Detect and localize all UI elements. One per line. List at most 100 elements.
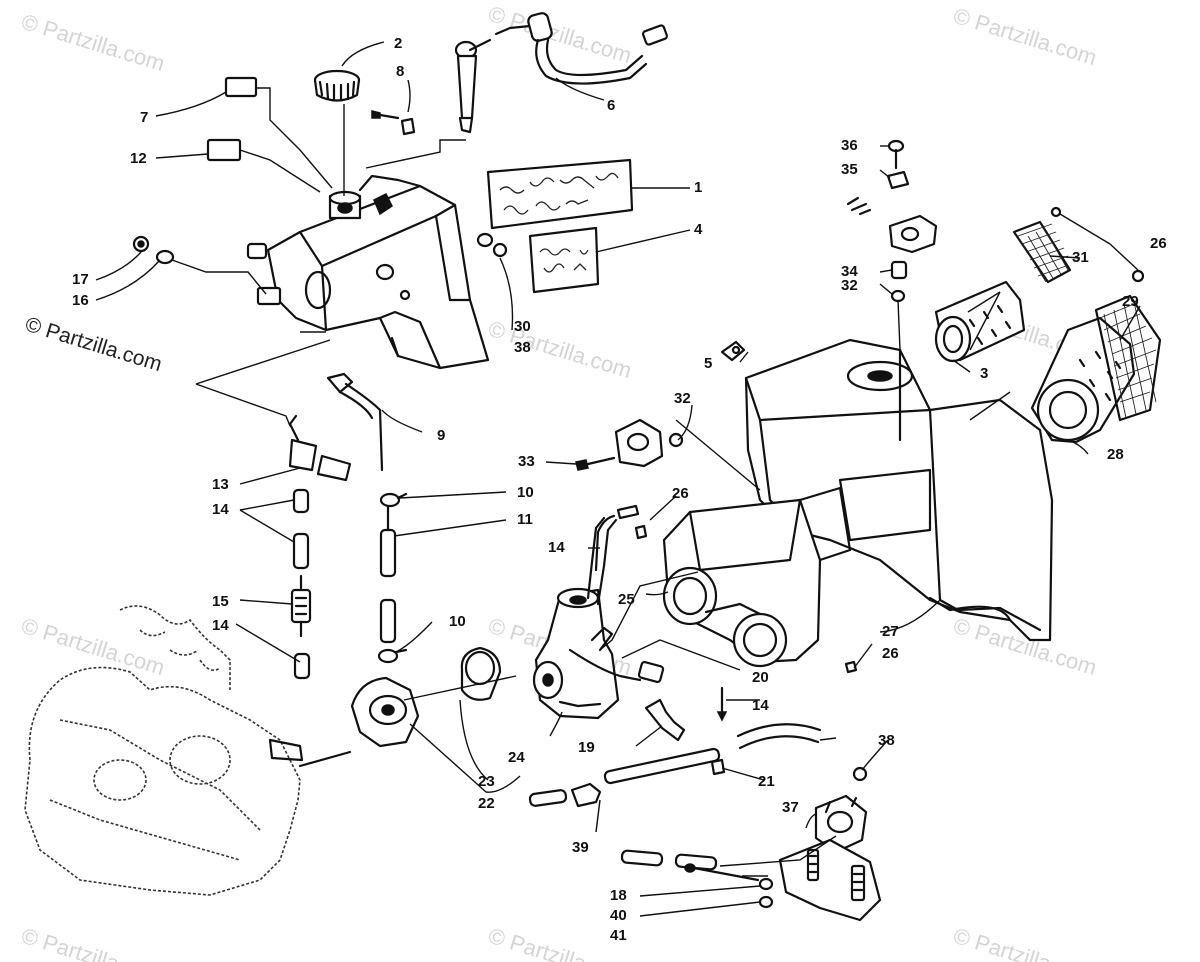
callout-16: 16 (72, 292, 89, 309)
callout-21: 21 (758, 773, 775, 790)
callout-12: 12 (130, 150, 147, 167)
callout-26c: 26 (882, 645, 899, 662)
callout-38: 38 (514, 339, 531, 356)
callout-36: 36 (841, 137, 858, 154)
callout-14d: 14 (752, 697, 769, 714)
callout-24: 24 (508, 749, 525, 766)
screen-31 (1012, 220, 1072, 284)
oil-tank (246, 174, 490, 370)
watermark-text: © Partzilla.com (19, 613, 168, 680)
grommet-5 (720, 340, 746, 362)
callout-41: 41 (610, 927, 627, 944)
screw-26-lower (844, 660, 858, 674)
hose-14-left (292, 488, 310, 570)
watermark-text: © Partzilla.com (486, 316, 635, 383)
callout-10b: 10 (449, 613, 466, 630)
callout-3: 3 (980, 365, 988, 382)
filter-element-28 (1030, 316, 1136, 444)
callout-28: 28 (1107, 446, 1124, 463)
clamp-10-lower (377, 648, 408, 664)
spacer-34 (890, 260, 908, 280)
decal-1 (486, 158, 634, 230)
carburetor-24 (532, 516, 665, 720)
screen-29 (1094, 294, 1162, 422)
callout-35: 35 (841, 161, 858, 178)
hose-11 (379, 504, 397, 644)
callout-6: 6 (607, 97, 615, 114)
watermark-text: © Partzilla.com (486, 1, 635, 68)
decal-4 (528, 226, 600, 294)
callout-34: 34 (841, 263, 858, 280)
callout-22: 22 (478, 795, 495, 812)
callout-17: 17 (72, 271, 89, 288)
callout-31: 31 (1072, 249, 1089, 266)
decal-7 (224, 76, 258, 98)
air-silencer-27 (744, 338, 1054, 642)
watermark-text: © Partzilla.com (19, 9, 168, 76)
flange-22 (298, 676, 420, 768)
callout-10a: 10 (517, 484, 534, 501)
callout-9: 9 (437, 427, 445, 444)
callout-39: 39 (572, 839, 589, 856)
callout-5: 5 (704, 355, 712, 372)
callout-11: 11 (517, 511, 533, 528)
intake-adapter-25 (662, 486, 852, 668)
filler-neck (328, 190, 362, 220)
valve-13 (288, 414, 352, 482)
screw-8 (371, 110, 416, 136)
grommet-30 (476, 232, 508, 258)
callout-26b: 26 (672, 485, 689, 502)
hose-6 (494, 12, 668, 85)
grommet-26-mid (616, 504, 648, 540)
hose-connector-top (454, 38, 492, 134)
filter-15 (290, 574, 312, 680)
callout-14b: 14 (548, 539, 565, 556)
callout-4: 4 (694, 221, 703, 238)
elbow-9 (326, 372, 384, 472)
oil-cap-2 (313, 69, 361, 102)
callout-labels: 2 8 7 12 6 1 4 17 16 30 38 9 36 35 34 32… (72, 35, 1167, 944)
clip-21 (710, 758, 726, 776)
callout-32: 32 (841, 277, 858, 294)
callout-15: 15 (212, 593, 229, 610)
decal-12 (206, 138, 242, 162)
callout-2: 2 (394, 35, 402, 52)
callout-37: 37 (782, 799, 799, 816)
callout-20: 20 (752, 669, 769, 686)
callout-14c: 14 (212, 617, 229, 634)
pump-mount-33 (575, 418, 684, 471)
callout-19: 19 (578, 739, 595, 756)
leader-lines (95, 41, 1141, 917)
watermark-text: © Partzilla.com (19, 923, 168, 962)
partzilla-watermark: © Partzilla.com (23, 313, 165, 376)
screw-18 (684, 863, 760, 882)
washer-35 (886, 170, 910, 190)
engine (24, 605, 304, 896)
washer-40 (758, 877, 774, 891)
callout-13: 13 (212, 476, 229, 493)
callout-7: 7 (140, 109, 148, 126)
grommet-32-top (890, 289, 906, 303)
nut-41 (758, 895, 774, 909)
callout-14a: 14 (212, 501, 229, 518)
bracket-19 (644, 698, 686, 742)
callout-27: 27 (882, 623, 899, 640)
grommet-bracket (846, 196, 938, 254)
callout-1: 1 (694, 179, 702, 196)
callout-25: 25 (618, 591, 635, 608)
callout-29: 29 (1122, 293, 1139, 310)
filter-element-3 (934, 280, 1026, 363)
hose-14-mid (594, 514, 616, 572)
clamp-23 (460, 646, 502, 701)
washer-16 (155, 249, 175, 265)
connector-20 (716, 686, 728, 722)
callout-8: 8 (396, 63, 404, 80)
callout-40: 40 (610, 907, 627, 924)
callout-32b: 32 (674, 390, 691, 407)
watermark-text: © Partzilla.com (951, 923, 1100, 962)
grommet-26-top (1050, 206, 1145, 283)
watermark-text: © Partzilla.com (951, 3, 1100, 70)
nut-17 (132, 235, 150, 253)
bolt-36 (887, 139, 905, 170)
